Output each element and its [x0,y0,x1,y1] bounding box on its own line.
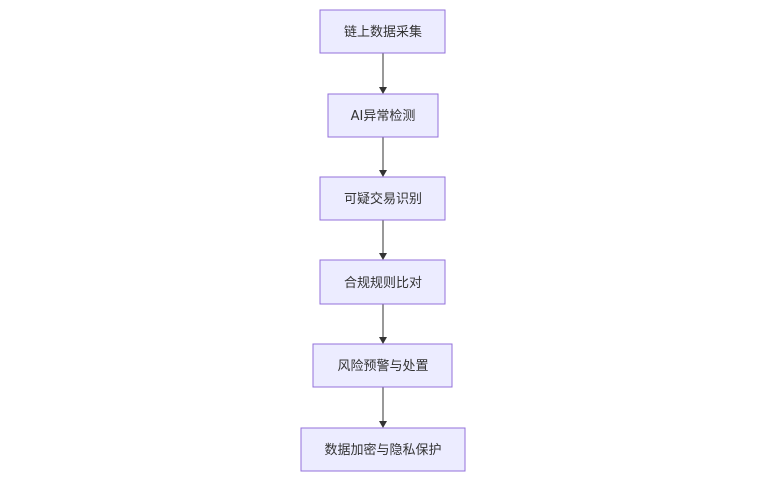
node-onchain-data-collection: 链上数据采集 [319,9,446,54]
edge-n1-n2 [379,53,387,94]
edge-n3-n4 [379,220,387,260]
node-label: 数据加密与隐私保护 [324,442,441,458]
edge-n5-n6 [379,387,387,428]
edge-n4-n5 [379,304,387,344]
node-label: AI异常检测 [351,109,416,124]
node-data-encryption-and-privacy: 数据加密与隐私保护 [300,427,466,472]
node-label: 合规规则比对 [344,276,422,291]
node-suspicious-transaction-identification: 可疑交易识别 [319,176,446,221]
node-label: 链上数据采集 [344,24,422,40]
node-ai-anomaly-detection: AI异常检测 [327,93,439,138]
node-risk-alert-and-handling: 风险预警与处置 [312,343,453,388]
node-label: 风险预警与处置 [337,358,428,374]
edge-n2-n3 [379,137,387,177]
node-label: 可疑交易识别 [344,191,422,207]
node-compliance-rule-matching: 合规规则比对 [319,259,446,305]
